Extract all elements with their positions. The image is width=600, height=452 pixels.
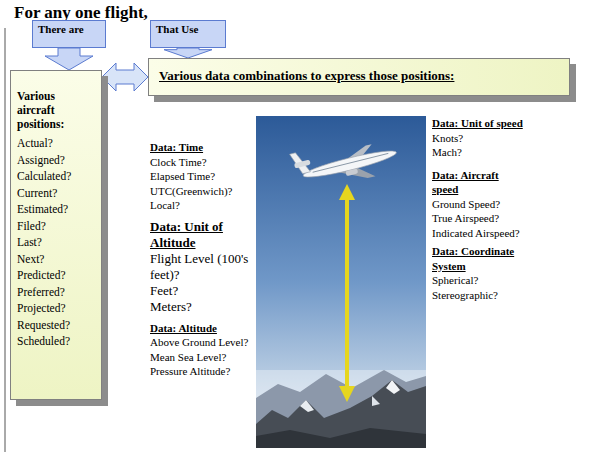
slide-frame [5, 28, 6, 452]
data-option: Meters? [150, 299, 254, 315]
sky-photo [256, 116, 426, 448]
box-heading: That Use [156, 23, 220, 35]
callout-box: There are [32, 20, 106, 48]
list-item: Projected? [17, 300, 93, 317]
data-option: Ground Speed? [432, 197, 524, 212]
data-option: UTC(Greenwich)? [150, 184, 254, 199]
list-item: Next? [17, 251, 93, 268]
data-option: Elapsed Time? [150, 169, 254, 184]
callout-box: That Use [150, 20, 226, 48]
list-item: Filed? [17, 218, 93, 235]
data-option: True Airspeed? [432, 211, 524, 226]
data-heading: Data: Unit of Altitude [150, 219, 254, 251]
banner-box: Various data combinations to express tho… [148, 58, 570, 96]
list-item: Last? [17, 234, 93, 251]
data-heading: Data: Altitude [150, 321, 254, 336]
block-arrow [45, 48, 93, 70]
data-option: Mach? [432, 145, 524, 160]
data-option: Feet? [150, 283, 254, 299]
box-heading: Various data combinations to express tho… [159, 68, 559, 84]
box-heading: There are [38, 23, 100, 35]
aircraft [290, 129, 401, 195]
data-column: Data: TimeClock Time?Elapsed Time?UTC(Gr… [150, 140, 254, 379]
block-arrow [164, 48, 212, 58]
data-option: Local? [150, 198, 254, 213]
data-option: Stereographic? [432, 288, 524, 303]
positions-list-box: Various aircraft positions: Actual?Assign… [10, 70, 102, 400]
data-option: Pressure Altitude? [150, 364, 254, 379]
data-option: Knots? [432, 131, 524, 146]
yellow-altitude-arrow [339, 184, 355, 402]
double-block-arrow [102, 63, 148, 91]
list-item: Assigned? [17, 152, 93, 169]
list-item: Preferred? [17, 284, 93, 301]
data-heading: Data: Time [150, 140, 254, 155]
box-heading: Various aircraft positions: [17, 89, 93, 131]
list-item: Calculated? [17, 168, 93, 185]
data-column: Data: Unit of speedKnots?Mach? Data: Airc… [432, 116, 524, 302]
list-item: Current? [17, 185, 93, 202]
data-heading: Data: Unit of speed [432, 116, 524, 131]
data-option: Spherical? [432, 273, 524, 288]
list-item: Requested? [17, 317, 93, 334]
list-item: Predicted? [17, 267, 93, 284]
list-item: Estimated? [17, 201, 93, 218]
data-option: Mean Sea Level? [150, 350, 254, 365]
list-item: Actual? [17, 135, 93, 152]
data-option: Clock Time? [150, 155, 254, 170]
data-heading: Data: Coordinate System [432, 244, 524, 273]
list-item: Scheduled? [17, 333, 93, 350]
data-option: Indicated Airspeed? [432, 226, 524, 241]
data-option: Flight Level (100's feet)? [150, 251, 254, 283]
data-heading: Data: Aircraft speed [432, 168, 524, 197]
data-option: Above Ground Level? [150, 335, 254, 350]
